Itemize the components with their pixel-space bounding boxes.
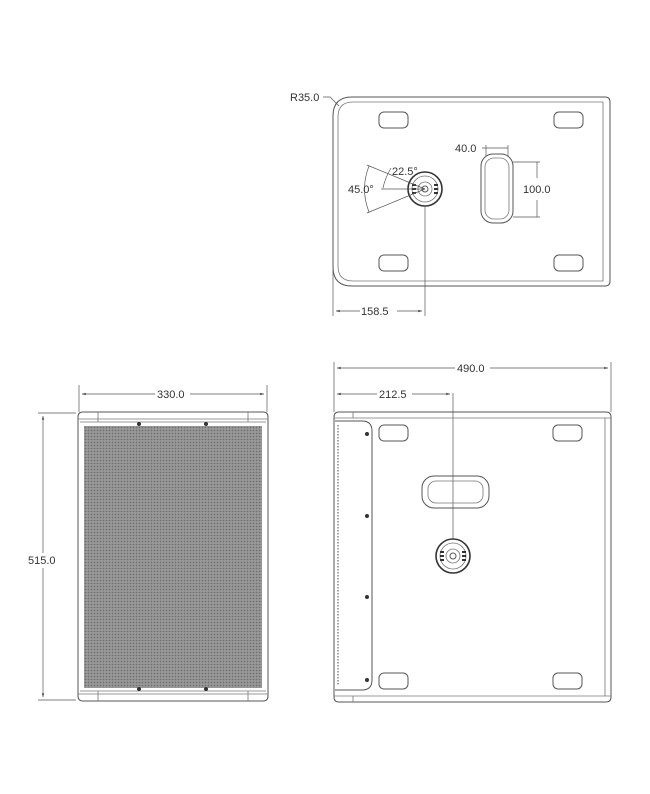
- front-height-label: 515.0: [28, 555, 56, 567]
- speaker-grille: [84, 426, 262, 688]
- handle-height-label: 100.0: [523, 184, 551, 196]
- top-view: 22.5° 45.0° 40.0 100.0 R35.0 158.5: [290, 92, 611, 318]
- corner-radius-label: R35.0: [290, 92, 319, 104]
- screw-icon: [137, 687, 141, 691]
- screw-icon: [365, 678, 369, 682]
- handle-width-label: 40.0: [455, 143, 476, 155]
- pole-mount-icon: [435, 538, 471, 574]
- screw-icon: [365, 595, 369, 599]
- front-view: 330.0 515.0: [28, 385, 269, 702]
- screw-icon: [137, 422, 141, 426]
- foot-icon: [552, 672, 583, 690]
- foot-icon: [378, 424, 409, 442]
- foot-icon: [553, 254, 584, 272]
- foot-icon: [378, 111, 409, 129]
- foot-icon: [378, 254, 409, 272]
- angle-small-label: 22.5°: [392, 166, 418, 178]
- handle-icon: [480, 153, 514, 224]
- angle-large-label: 45.0°: [348, 184, 374, 196]
- foot-icon: [552, 424, 583, 442]
- foot-icon: [378, 672, 409, 690]
- handle-icon: [421, 475, 490, 509]
- screw-icon: [204, 422, 208, 426]
- side-view: 490.0 212.5: [333, 362, 612, 703]
- screw-icon: [365, 432, 369, 436]
- front-width-label: 330.0: [157, 389, 185, 401]
- side-depth-label: 490.0: [457, 363, 485, 375]
- foot-icon: [553, 111, 584, 129]
- pole-offset-top-label: 158.5: [361, 306, 389, 318]
- screw-icon: [204, 687, 208, 691]
- side-pole-offset-label: 212.5: [379, 389, 407, 401]
- screw-icon: [365, 514, 369, 518]
